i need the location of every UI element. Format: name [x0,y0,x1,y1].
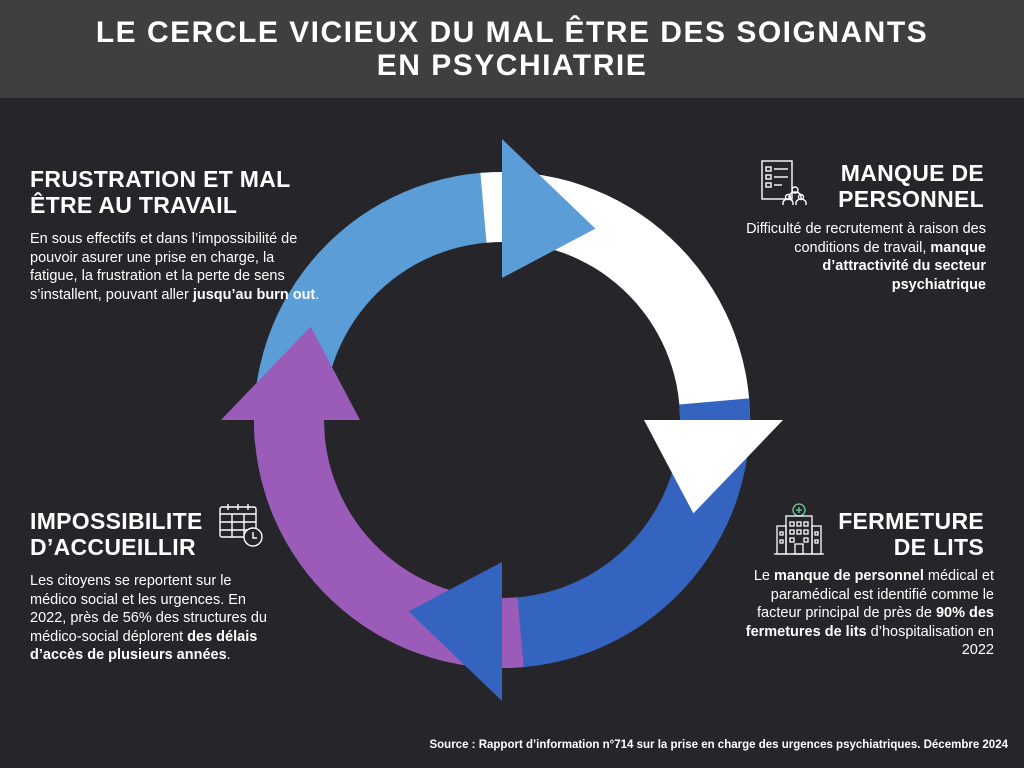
bold-text: jusqu’au burn out [192,286,316,303]
manque-text: Difficulté de recrutement à raison des c… [726,220,986,294]
heading-line: ÊTRE AU TRAVAIL [30,192,238,218]
source-note: Source : Rapport d’information n°714 sur… [429,739,1008,751]
heading-line: MANQUE DE [840,160,984,186]
impossibilite-text: Les citoyens se reportent sur le médico … [30,572,275,665]
arrow-light-blue-head [502,139,596,278]
title-line-2: EN PSYCHIATRIE [376,49,648,82]
bold-text: 90% des fermetures de lits [745,605,994,640]
bold-text: manque de personnel [774,568,924,584]
heading-line: D’ACCUEILLIR [30,534,196,560]
bold-text: manque d’attractivité du secteur psychia… [822,239,986,293]
heading-line: FRUSTRATION ET MAL [30,166,291,192]
fermeture-text: Le manque de personnel médical et paramé… [724,567,994,660]
fermeture-text-block: Le manque de personnel médical et paramé… [724,555,994,660]
text: Les citoyens se reportent sur le médico … [30,573,267,645]
heading-line: PERSONNEL [838,186,984,212]
manque-text-block: Difficulté de recrutement à raison des c… [726,208,986,294]
arrow-dark-blue-head [408,562,502,701]
heading-line: IMPOSSIBILITE [30,508,203,534]
title-line-1: LE CERCLE VICIEUX DU MAL ÊTRE DES SOIGNA… [95,16,929,49]
heading-line: FERMETURE [838,508,984,534]
text: . [315,286,320,303]
text: Le [753,568,774,584]
arrow-white-head [644,420,783,514]
text: médical et paramédical est identifié com… [757,568,994,621]
text: . [226,647,231,663]
arrow-purple-head [221,326,360,420]
bold-text: des délais d’accès de plusieurs années [30,628,258,664]
calendar-clock-icon [219,504,263,547]
text: En sous effectifs et dans l’impossibilit… [30,231,298,303]
hospital-icon [774,503,824,555]
frustration-text: En sous effectifs et dans l’impossibilit… [30,230,320,304]
title-banner: LE CERCLE VICIEUX DU MAL ÊTRE DES SOIGNA… [0,0,1024,98]
text: Difficulté de recrutement à raison des c… [746,221,986,256]
text: d’hospitalisation en 2022 [866,623,994,659]
checklist-people-icon [761,160,807,205]
heading-line: DE LITS [893,534,984,560]
